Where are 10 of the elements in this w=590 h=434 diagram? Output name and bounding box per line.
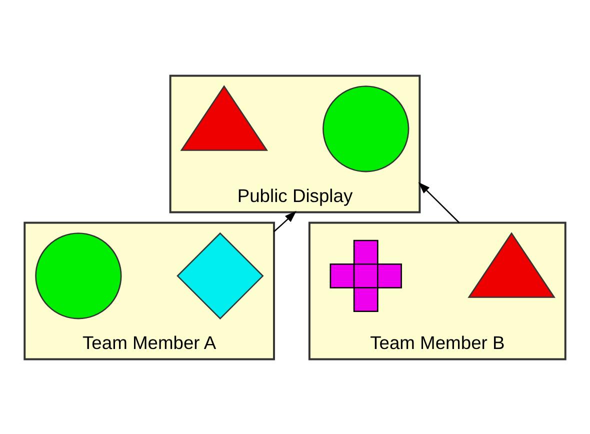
node-circle	[35, 232, 122, 319]
arrow	[274, 210, 296, 232]
cluster: Team Member B	[308, 221, 566, 360]
node-triangle	[468, 232, 556, 298]
cluster: Public Display	[169, 74, 421, 213]
arrow	[418, 182, 460, 223]
node-diamond	[176, 232, 264, 319]
cluster: Team Member A	[24, 221, 275, 360]
node-triangle	[180, 84, 268, 150]
node-circle	[322, 85, 410, 172]
